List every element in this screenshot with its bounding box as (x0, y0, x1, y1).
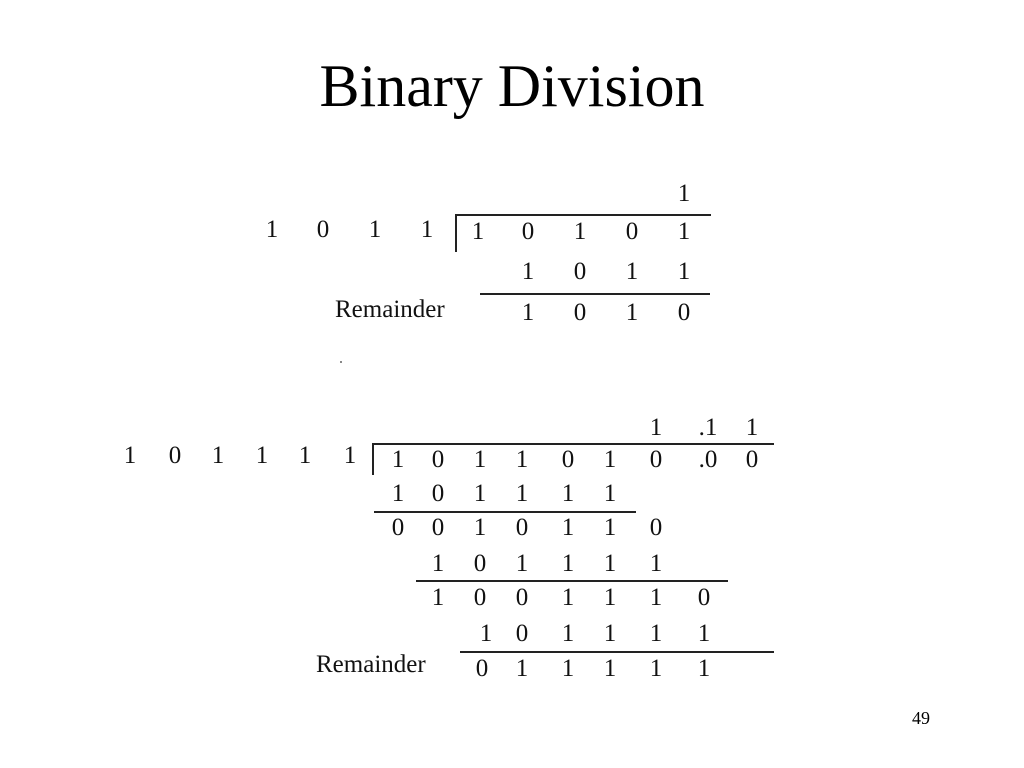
remainder-digit: 1 (521, 299, 535, 326)
dividend-digit: 0 (649, 446, 663, 473)
subtrahend-digit: 1 (561, 620, 575, 647)
remainder-label: Remainder (335, 296, 445, 323)
dividend-digit: 1 (603, 446, 617, 473)
partial-result-digit: 0 (391, 514, 405, 541)
quotient-digit: .1 (698, 414, 718, 441)
partial-result-digit: 1 (603, 514, 617, 541)
subtrahend-digit: 1 (561, 480, 575, 507)
remainder-digit: 1 (603, 655, 617, 682)
quotient-digit: 1 (677, 180, 691, 207)
division-bracket (455, 214, 457, 252)
dividend-digit: 0 (521, 218, 535, 245)
partial-result-digit: 0 (697, 584, 711, 611)
partial-result-digit: 1 (431, 584, 445, 611)
remainder-digit: 0 (475, 655, 489, 682)
subtrahend-digit: 0 (431, 480, 445, 507)
subtrahend-digit: 1 (697, 620, 711, 647)
divisor-digit: 1 (368, 216, 382, 243)
subtrahend-digit: 0 (515, 620, 529, 647)
division-bar (455, 214, 711, 216)
remainder-digit: 0 (573, 299, 587, 326)
partial-result-digit: 0 (649, 514, 663, 541)
dividend-digit: 0 (625, 218, 639, 245)
subtrahend-digit: 1 (515, 550, 529, 577)
subtrahend-digit: 0 (473, 550, 487, 577)
division-bar (372, 443, 774, 445)
remainder-digit: 1 (515, 655, 529, 682)
partial-result-digit: 1 (561, 514, 575, 541)
dividend-digit: 1 (515, 446, 529, 473)
quotient-digit: 1 (745, 414, 759, 441)
remainder-digit: 1 (561, 655, 575, 682)
dividend-digit: 0 (431, 446, 445, 473)
subtraction-line (460, 651, 774, 653)
partial-result-digit: 0 (473, 584, 487, 611)
subtrahend-digit: 1 (603, 480, 617, 507)
remainder-label: Remainder (316, 651, 426, 678)
dividend-digit: 0 (745, 446, 759, 473)
subtrahend-digit: 1 (603, 550, 617, 577)
subtrahend-digit: 1 (677, 258, 691, 285)
dividend-digit: 0 (561, 446, 575, 473)
division-bracket (372, 443, 374, 475)
scan-speck (340, 361, 342, 363)
dividend-digit: .0 (698, 446, 718, 473)
subtrahend-digit: 1 (515, 480, 529, 507)
partial-result-digit: 0 (515, 584, 529, 611)
partial-result-digit: 0 (431, 514, 445, 541)
partial-result-digit: 0 (515, 514, 529, 541)
page-number: 49 (912, 708, 930, 728)
dividend-digit: 1 (471, 218, 485, 245)
subtrahend-digit: 1 (431, 550, 445, 577)
dividend-digit: 1 (677, 218, 691, 245)
subtrahend-digit: 1 (625, 258, 639, 285)
divisor-digit: 1 (298, 442, 312, 469)
divisor-digit: 1 (255, 442, 269, 469)
remainder-digit: 0 (677, 299, 691, 326)
subtrahend-digit: 1 (479, 620, 493, 647)
dividend-digit: 1 (573, 218, 587, 245)
subtrahend-digit: 1 (561, 550, 575, 577)
divisor-digit: 1 (343, 442, 357, 469)
subtrahend-digit: 1 (473, 480, 487, 507)
divisor-digit: 0 (316, 216, 330, 243)
partial-result-digit: 1 (473, 514, 487, 541)
subtrahend-digit: 1 (521, 258, 535, 285)
divisor-digit: 1 (420, 216, 434, 243)
subtrahend-digit: 0 (573, 258, 587, 285)
divisor-digit: 1 (265, 216, 279, 243)
remainder-digit: 1 (625, 299, 639, 326)
remainder-digit: 1 (697, 655, 711, 682)
subtraction-line (480, 293, 710, 295)
dividend-digit: 1 (473, 446, 487, 473)
divisor-digit: 1 (211, 442, 225, 469)
subtrahend-digit: 1 (649, 620, 663, 647)
divisor-digit: 1 (123, 442, 137, 469)
partial-result-digit: 1 (649, 584, 663, 611)
subtraction-line (374, 511, 636, 513)
subtrahend-digit: 1 (649, 550, 663, 577)
remainder-digit: 1 (649, 655, 663, 682)
quotient-digit: 1 (649, 414, 663, 441)
partial-result-digit: 1 (561, 584, 575, 611)
divisor-digit: 0 (168, 442, 182, 469)
slide-title: Binary Division (319, 53, 705, 119)
partial-result-digit: 1 (603, 584, 617, 611)
subtrahend-digit: 1 (603, 620, 617, 647)
subtrahend-digit: 1 (391, 480, 405, 507)
dividend-digit: 1 (391, 446, 405, 473)
subtraction-line (416, 580, 728, 582)
